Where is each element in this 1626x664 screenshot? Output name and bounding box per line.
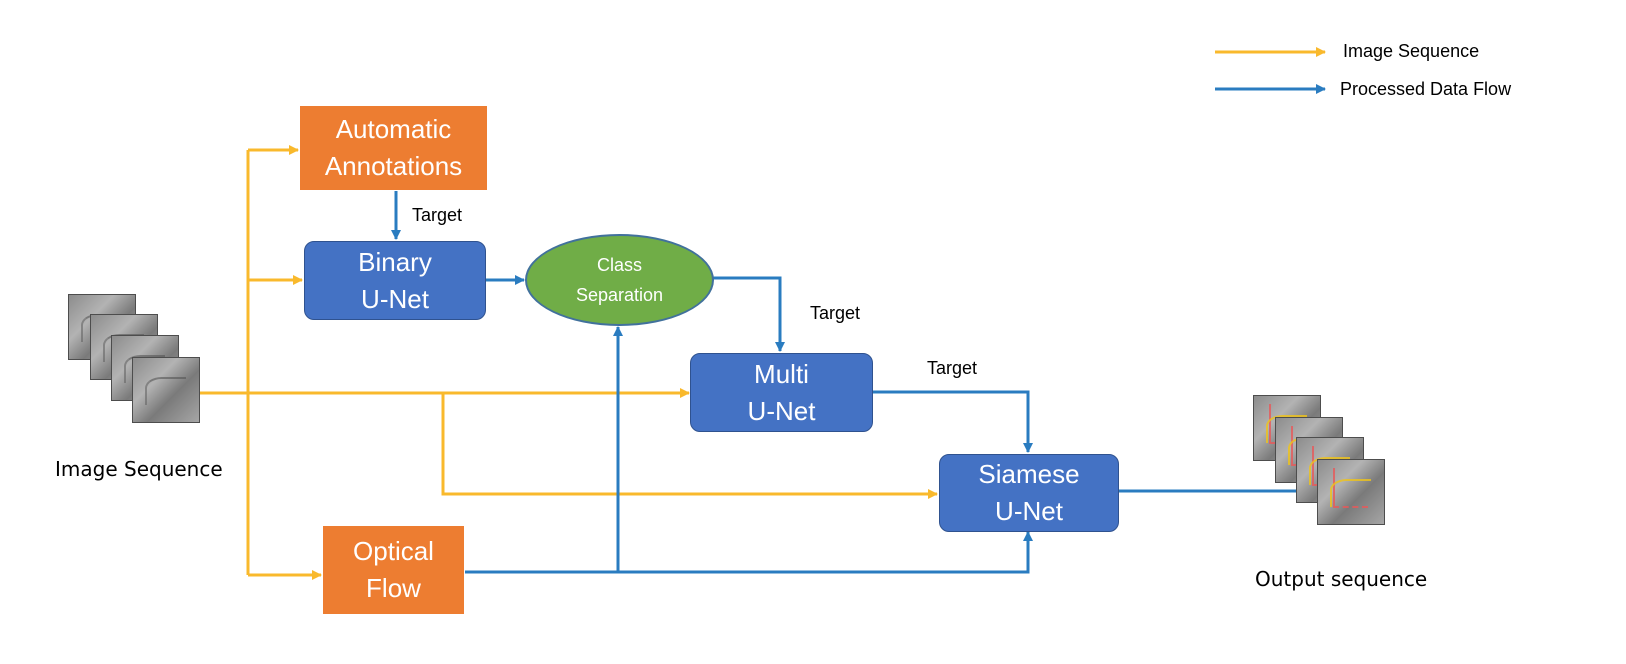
class-separation-ellipse: Class Separation — [525, 234, 714, 326]
optical-to-class — [465, 326, 623, 574]
binary-unet-line-2: U-Net — [361, 283, 429, 314]
siamese-unet-line-1: Siamese — [978, 459, 1080, 489]
multi-target-label: Target — [927, 358, 978, 378]
multi-to-siamese — [873, 390, 1033, 453]
input-frame-image — [132, 357, 200, 423]
optical-flow-line-1: Optical — [353, 536, 434, 566]
annotations-target-label: Target — [412, 205, 463, 225]
optical-flow-line-2: Flow — [366, 573, 421, 603]
output-caption: Output sequence — [1255, 567, 1428, 591]
class-target-label: Target — [810, 303, 861, 323]
optical-flow-box: Optical Flow — [323, 526, 464, 614]
optical-to-siamese — [618, 531, 1033, 574]
class-to-multi — [713, 276, 785, 352]
legend-image-sequence-label: Image Sequence — [1343, 41, 1480, 61]
multi-unet-line-2: U-Net — [747, 395, 816, 426]
arrow-to-siamese — [441, 393, 938, 499]
siamese-unet-box: Siamese U-Net — [939, 454, 1119, 532]
multi-unet-box: Multi U-Net — [690, 353, 873, 432]
output-frame-image — [1317, 459, 1385, 525]
legend-processed-label: Processed Data Flow — [1340, 79, 1512, 99]
siamese-unet-line-2: U-Net — [995, 496, 1063, 526]
binary-unet-line-1: Binary — [358, 246, 432, 277]
binary-unet-box: Binary U-Net — [304, 241, 486, 320]
automatic-annotations-line-2: Annotations — [324, 151, 463, 181]
multi-unet-line-1: Multi — [754, 358, 809, 389]
automatic-annotations-box: Automatic Annotations — [300, 106, 487, 190]
automatic-annotations-line-1: Automatic — [335, 114, 452, 144]
class-separation-line-2: Separation — [575, 285, 664, 305]
class-separation-line-1: Class — [596, 255, 642, 275]
input-caption: Image Sequence — [55, 457, 223, 481]
